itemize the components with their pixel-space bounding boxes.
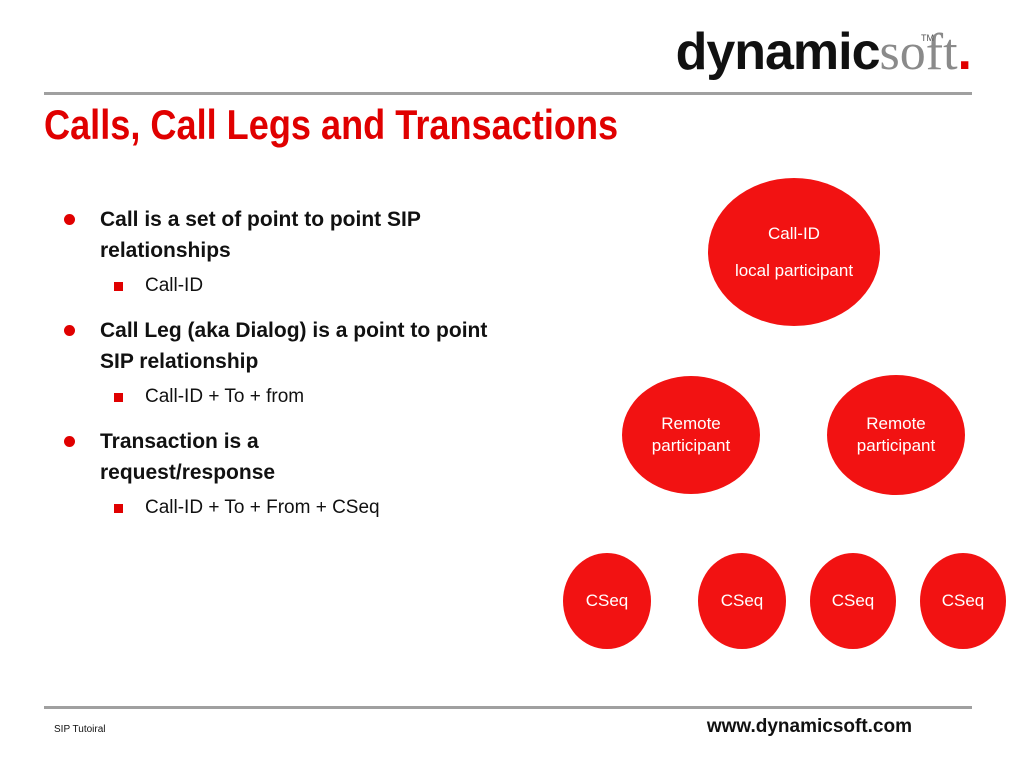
red-dot-bullet-icon <box>64 436 75 447</box>
red-dot-bullet-icon <box>64 325 75 336</box>
footer-tutorial-label: SIP Tutoiral <box>54 724 106 735</box>
footer-website-url: www.dynamicsoft.com <box>706 716 912 737</box>
red-square-bullet-icon <box>114 282 123 291</box>
bullet-group-call-leg: Call Leg (aka Dialog) is a point to poin… <box>62 315 512 409</box>
sub-bullet-text: Call-ID + To + from <box>145 386 305 407</box>
cseq-node: CSeq <box>698 553 786 649</box>
sub-bullet-item: Call-ID <box>62 274 512 298</box>
red-dot-bullet-icon <box>64 214 75 225</box>
red-square-bullet-icon <box>114 504 123 513</box>
cseq-node: CSeq <box>563 553 651 649</box>
bullet-text: Transaction is a request/response <box>100 430 276 484</box>
sub-bullet-item: Call-ID + To + from <box>62 385 512 409</box>
bullet-text: Call Leg (aka Dialog) is a point to poin… <box>100 319 488 373</box>
node-label: CSeq <box>831 591 875 610</box>
remote-participant-node: Remote participant <box>827 375 965 495</box>
logo-dot: . <box>957 23 972 81</box>
logo-trademark: TM <box>921 33 934 43</box>
bullet-group-call: Call is a set of point to point SIP rela… <box>62 204 512 298</box>
node-label: participant <box>651 436 731 455</box>
red-square-bullet-icon <box>114 393 123 402</box>
bullet-group-transaction: Transaction is a request/response Call-I… <box>62 426 512 520</box>
dynamicsoft-logo: dynamicsoft. TM <box>676 26 972 79</box>
header-divider <box>44 92 972 95</box>
node-label: CSeq <box>720 591 764 610</box>
bullet-text: Call is a set of point to point SIP rela… <box>100 208 421 262</box>
logo-bold-text: dynamic <box>675 23 881 81</box>
cseq-node: CSeq <box>810 553 896 649</box>
node-label: Remote <box>661 414 721 433</box>
slide-title: Calls, Call Legs and Transactions <box>44 101 619 148</box>
node-label: participant <box>856 436 936 455</box>
bullet-item: Transaction is a request/response <box>62 426 370 488</box>
node-label: Call-ID <box>768 223 820 243</box>
bullet-item: Call is a set of point to point SIP rela… <box>62 204 512 266</box>
node-label: local participant <box>734 260 854 280</box>
logo-light-text: soft <box>879 24 958 81</box>
sub-bullet-text: Call-ID <box>145 275 204 296</box>
node-label: CSeq <box>941 591 985 610</box>
sub-bullet-text: Call-ID + To + From + CSeq <box>145 497 380 518</box>
footer-divider <box>44 706 972 709</box>
bullet-list: Call is a set of point to point SIP rela… <box>62 204 512 537</box>
node-label: Remote <box>866 414 926 433</box>
call-id-node: Call-ID local participant <box>708 178 880 326</box>
node-label: CSeq <box>585 591 629 610</box>
remote-participant-node: Remote participant <box>622 376 760 494</box>
bullet-item: Call Leg (aka Dialog) is a point to poin… <box>62 315 500 377</box>
sub-bullet-item: Call-ID + To + From + CSeq <box>62 496 512 520</box>
cseq-node: CSeq <box>920 553 1006 649</box>
